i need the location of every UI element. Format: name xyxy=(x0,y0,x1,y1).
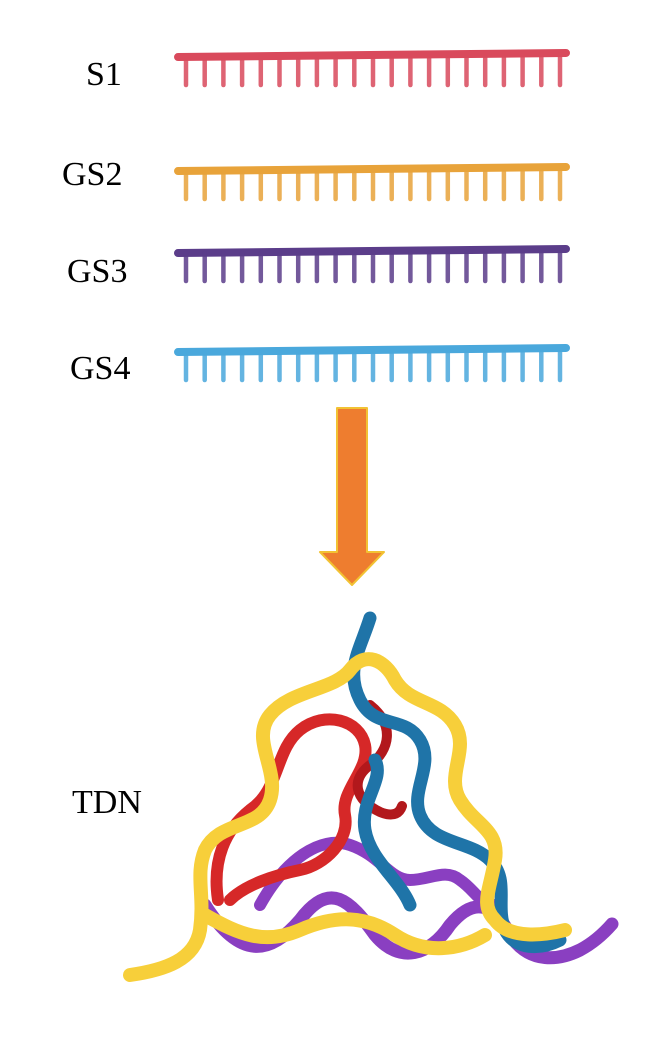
tdn-structure xyxy=(123,611,619,982)
strand-label-gs2: GS2 xyxy=(62,156,123,193)
tdn-strand-dark-red xyxy=(352,700,407,820)
strand-s1 xyxy=(174,49,570,88)
strand-label-s1: S1 xyxy=(86,56,122,93)
strand-gs4 xyxy=(174,344,570,383)
tdn-strand-yellow xyxy=(123,652,572,982)
tdn-strand-purple-inner xyxy=(254,836,501,911)
tdn-label: TDN xyxy=(72,784,142,821)
strand-gs2 xyxy=(174,163,570,202)
strand-label-gs3: GS3 xyxy=(67,253,128,290)
tdn-strand-red xyxy=(210,713,372,906)
strand-label-gs4: GS4 xyxy=(70,350,131,387)
strand-gs3 xyxy=(174,245,570,284)
down-arrow-icon xyxy=(319,407,385,586)
